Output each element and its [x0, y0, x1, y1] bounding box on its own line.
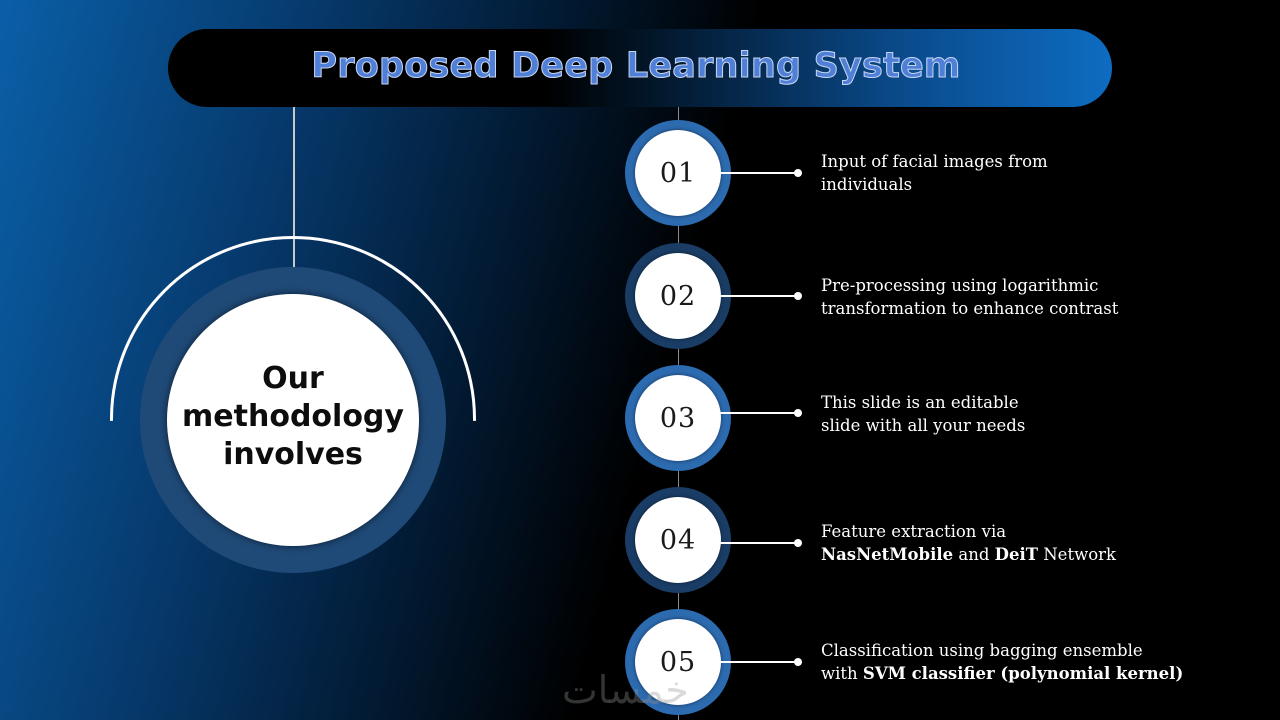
step-03-connector — [720, 412, 798, 414]
hub-circle: Our methodology involves — [167, 294, 419, 546]
step-03-ring: 03 — [625, 365, 731, 471]
watermark-logo: خمسات — [562, 668, 689, 712]
step-03-text-line2: slide with all your needs — [821, 416, 1026, 435]
step-04-bold-nasnet: NasNetMobile — [821, 545, 954, 564]
step-02-ring: 02 — [625, 243, 731, 349]
step-04-tail: Network — [1038, 545, 1117, 564]
hub-connector-line — [293, 107, 295, 269]
step-02-connector — [720, 295, 798, 297]
step-04-text-line2: NasNetMobile and DeiT Network — [821, 543, 1201, 566]
step-01-ring: 01 — [625, 120, 731, 226]
step-05-text-line1: Classification using bagging ensemble — [821, 641, 1143, 660]
step-01-disc: 01 — [635, 130, 721, 216]
step-02-disc: 02 — [635, 253, 721, 339]
step-05-text: Classification using bagging ensemble wi… — [821, 639, 1201, 685]
step-02-text-line1: Pre-processing using logarithmic — [821, 276, 1099, 295]
step-04-text-line1: Feature extraction via — [821, 522, 1007, 541]
step-05-connector — [720, 661, 798, 663]
step-05-disc: 05 — [635, 619, 721, 705]
step-01-dot — [794, 169, 802, 177]
step-01-number: 01 — [659, 157, 697, 189]
step-04-number: 04 — [659, 524, 697, 556]
step-05-text-line2: with SVM classifier (polynomial kernel) — [821, 662, 1201, 685]
step-02-text: Pre-processing using logarithmic transfo… — [821, 274, 1201, 320]
step-03-dot — [794, 409, 802, 417]
title-banner: Proposed Deep Learning System — [168, 29, 1112, 107]
step-04-bold-deit: DeiT — [994, 545, 1038, 564]
step-01-connector — [720, 172, 798, 174]
step-03-disc: 03 — [635, 375, 721, 461]
step-05-ring: 05 — [625, 609, 731, 715]
hub-text-line1: Our — [262, 361, 324, 396]
step-05-number: 05 — [659, 646, 697, 678]
step-04-ring: 04 — [625, 487, 731, 593]
step-02-dot — [794, 292, 802, 300]
step-01-text-line1: Input of facial images from — [821, 152, 1048, 171]
hub-text: Our methodology involves — [178, 360, 408, 474]
step-01-text-line2: individuals — [821, 175, 913, 194]
step-04-disc: 04 — [635, 497, 721, 583]
slide-title: Proposed Deep Learning System — [311, 46, 961, 87]
step-03-text: This slide is an editable slide with all… — [821, 391, 1201, 437]
step-04-mid: and — [953, 545, 995, 564]
step-01-text: Input of facial images from individuals — [821, 150, 1201, 196]
step-04-connector — [720, 542, 798, 544]
step-02-number: 02 — [659, 280, 697, 312]
step-03-number: 03 — [659, 402, 697, 434]
step-05-pre: with — [821, 664, 863, 683]
hub-text-line3: involves — [223, 437, 363, 472]
step-04-text: Feature extraction via NasNetMobile and … — [821, 520, 1201, 566]
step-04-dot — [794, 539, 802, 547]
step-02-text-line2: transformation to enhance contrast — [821, 299, 1119, 318]
step-05-dot — [794, 658, 802, 666]
step-03-text-line1: This slide is an editable — [821, 393, 1019, 412]
hub-text-line2: methodology — [182, 399, 404, 434]
step-05-bold-svm: SVM classifier (polynomial kernel) — [862, 664, 1184, 683]
